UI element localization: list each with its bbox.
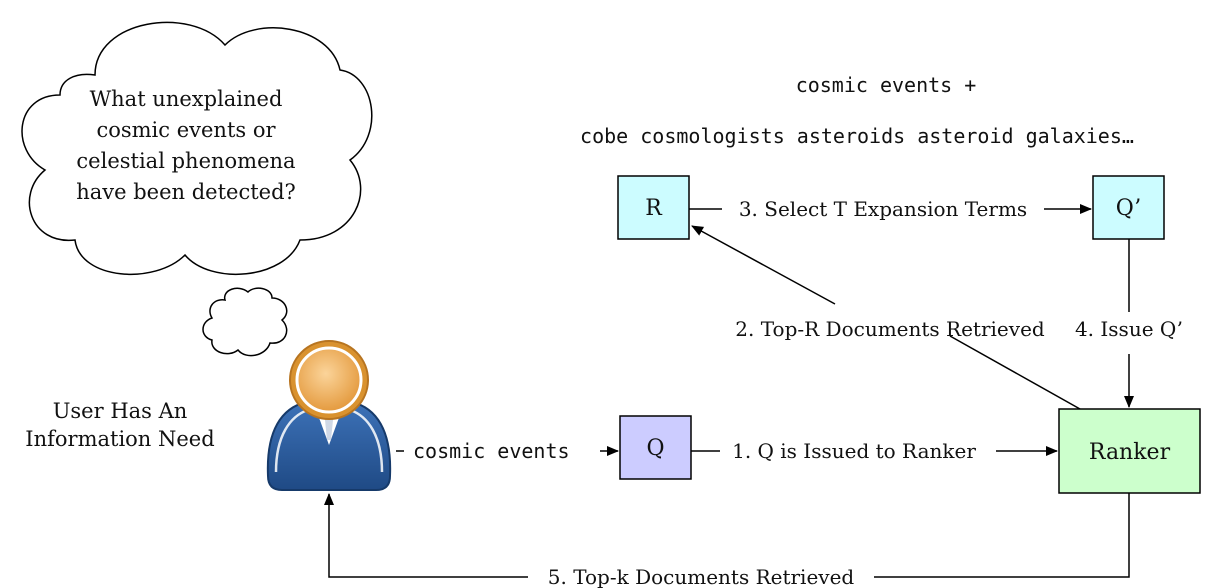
q-prime-box: Q’: [1092, 175, 1165, 240]
thought-line-4: have been detected?: [76, 180, 296, 204]
q-box: Q: [619, 415, 692, 480]
step2-edge-arrow: [691, 225, 836, 305]
expanded-query-line-1: cosmic events +: [796, 73, 977, 97]
user-label-line-1: User Has An: [53, 399, 188, 423]
step2-label: 2. Top-R Documents Retrieved: [735, 317, 1045, 341]
step3-label: 3. Select T Expansion Terms: [739, 197, 1027, 221]
ranker-box: Ranker: [1058, 408, 1201, 494]
step5-edge-start: [874, 493, 1130, 578]
query-edge-label: cosmic events: [413, 439, 570, 463]
r-box-label: R: [645, 196, 663, 221]
thought-cloud: [21, 21, 373, 357]
r-box: R: [617, 175, 690, 240]
q-box-label: Q: [646, 436, 664, 461]
user-label-line-2: Information Need: [25, 427, 214, 451]
step2-edge-start: [949, 335, 1081, 410]
q-prime-box-label: Q’: [1116, 196, 1141, 221]
step5-label: 5. Top-k Documents Retrieved: [548, 565, 855, 588]
thought-line-2: cosmic events or: [96, 118, 276, 142]
thought-line-3: celestial phenomena: [76, 149, 295, 173]
thought-line-1: What unexplained: [90, 87, 283, 111]
step1-label: 1. Q is Issued to Ranker: [732, 439, 976, 463]
step4-label: 4. Issue Q’: [1075, 317, 1183, 341]
user-icon: [266, 340, 392, 491]
expanded-query-line-2: cobe cosmologists asteroids asteroid gal…: [580, 124, 1134, 148]
ranker-box-label: Ranker: [1089, 440, 1171, 465]
step5-edge-arrow: [324, 493, 528, 578]
